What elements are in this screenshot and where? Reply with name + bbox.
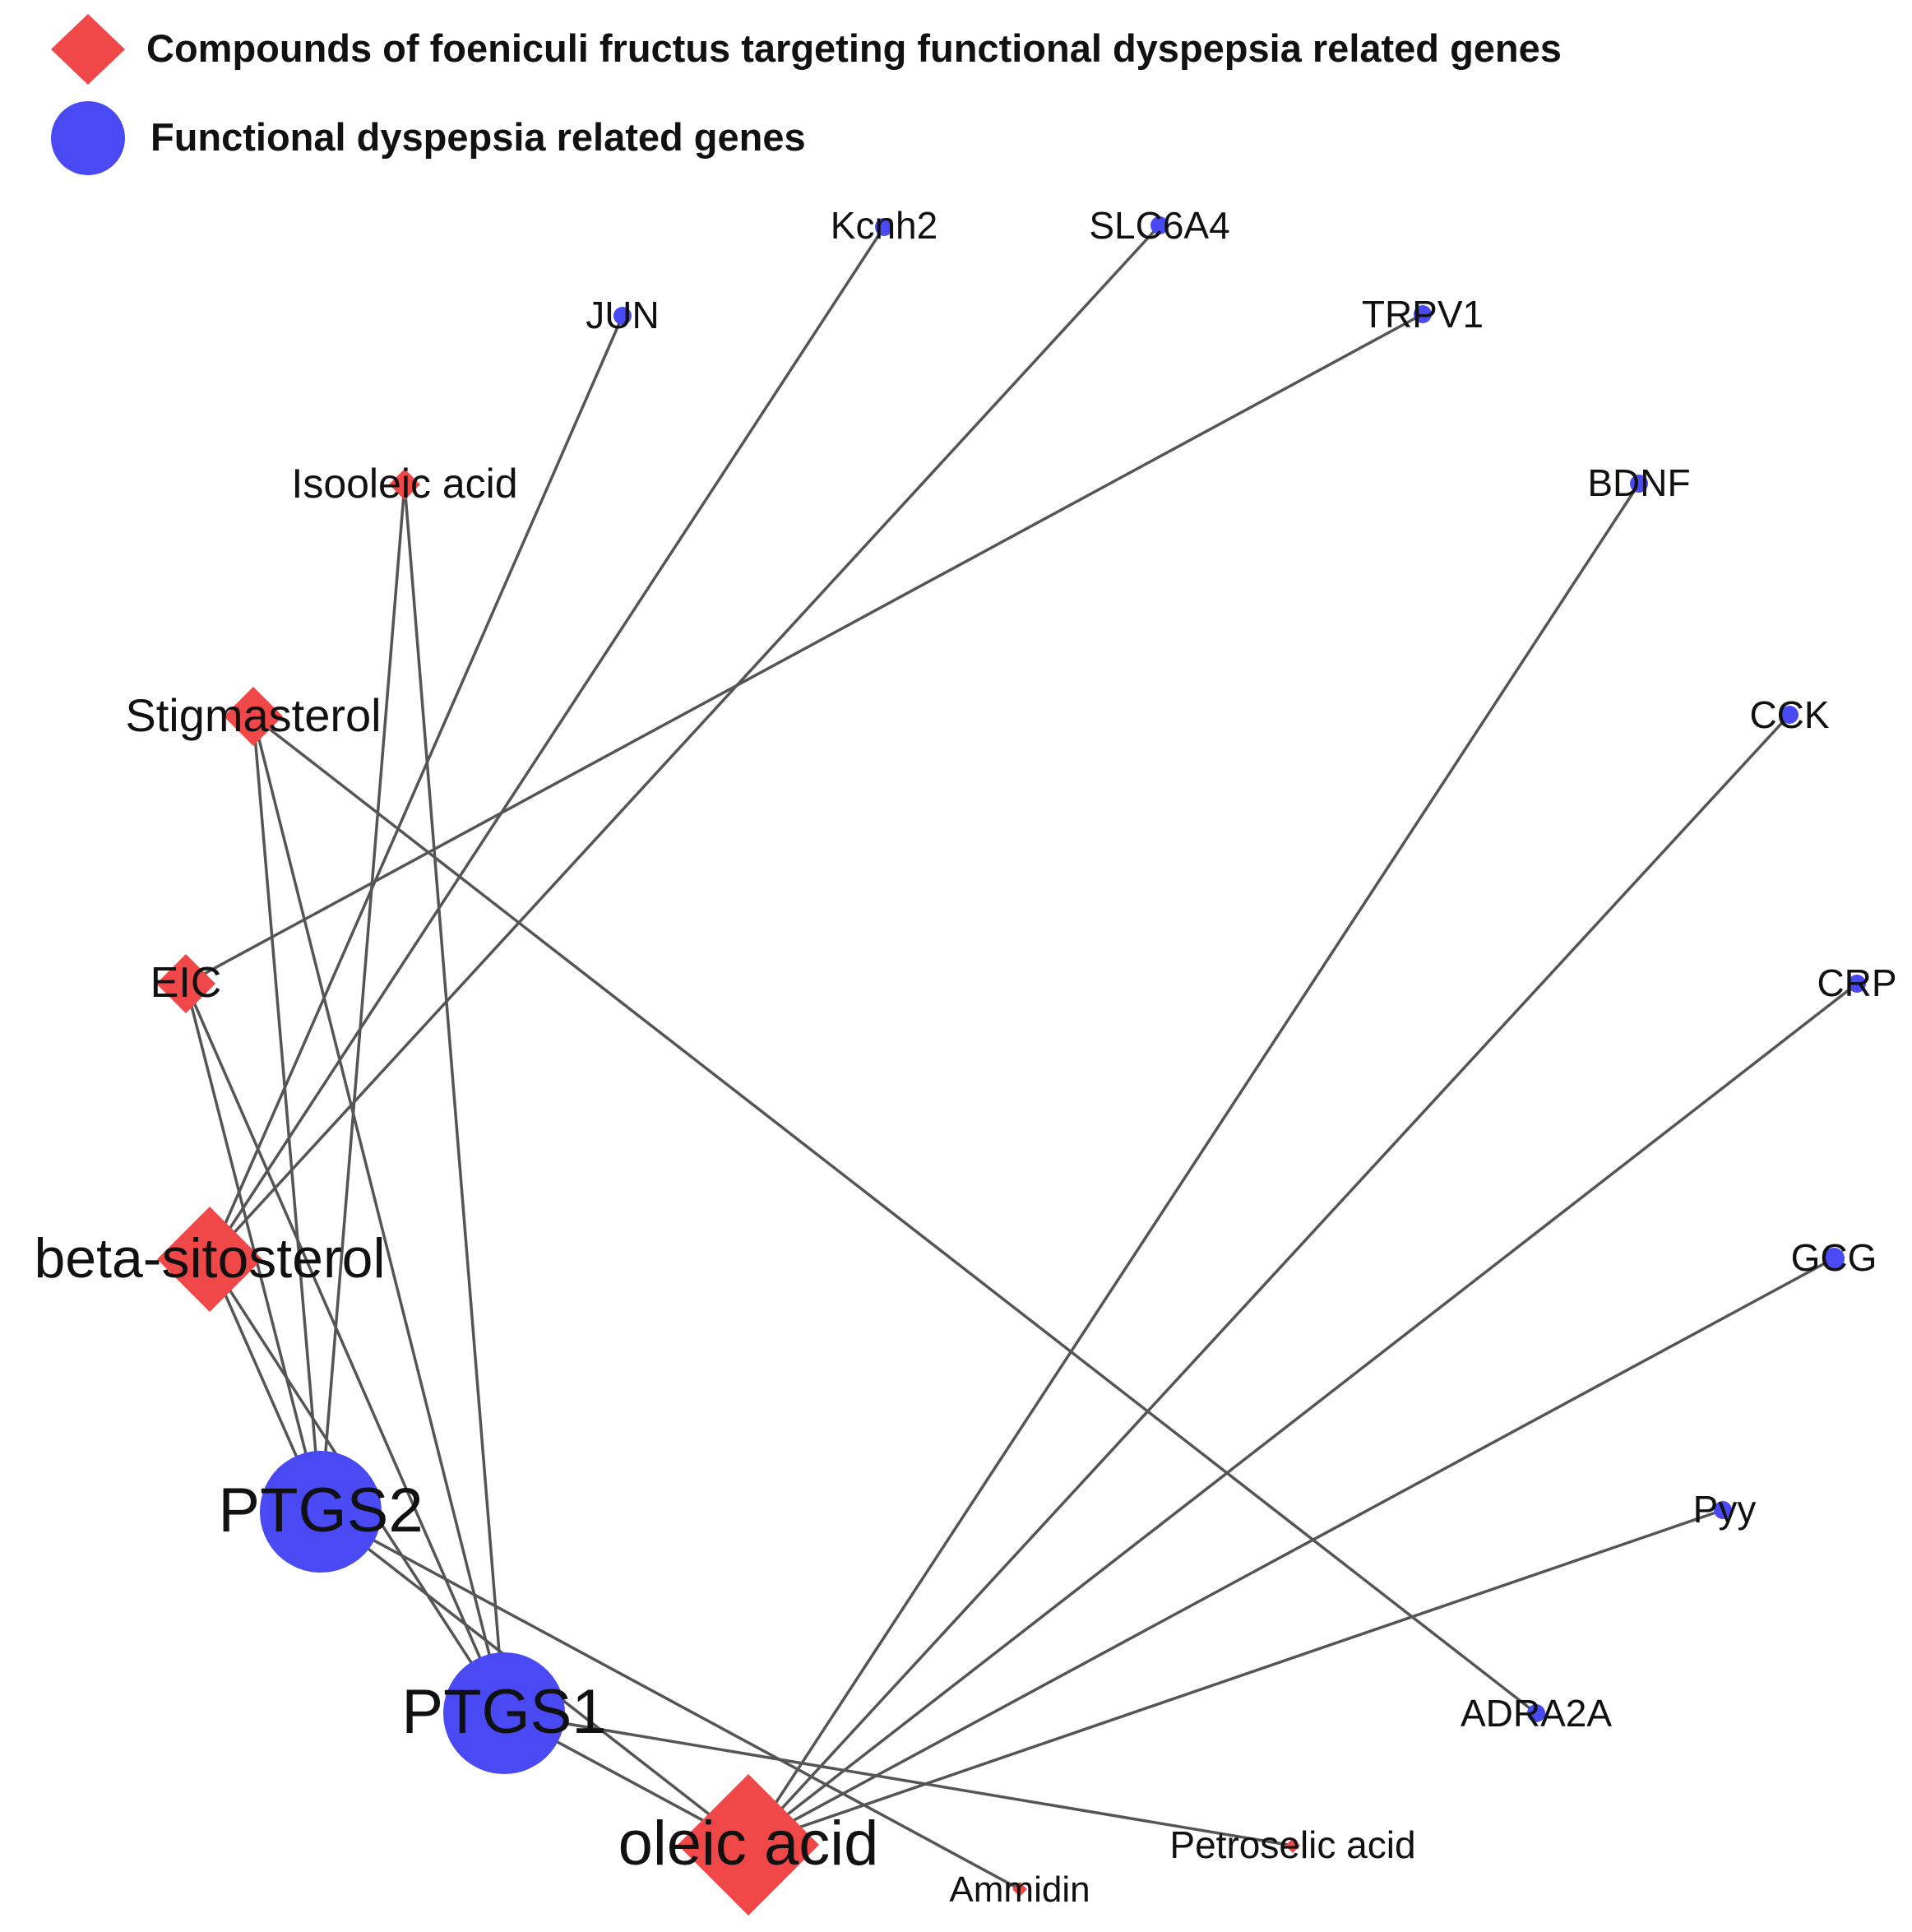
edge-betasito-jun: [208, 315, 624, 1260]
node-label-ptgs1: PTGS1: [401, 1677, 606, 1747]
compound-node-petroselic: [1285, 1838, 1300, 1853]
edge-oleic-crp: [747, 982, 1859, 1846]
compound-node-stigmasterol: [224, 687, 283, 746]
edge-oleic-cck: [747, 713, 1791, 1846]
edge-oleic-gcg: [748, 1257, 1835, 1846]
gene-node-bdnf: [1630, 475, 1648, 493]
nodes: [156, 216, 1866, 1916]
legend: Compounds of foeniculi fructus targeting…: [51, 14, 1562, 175]
edge-ammidin-ptgs2: [320, 1510, 1021, 1891]
edge-oleic-bdnf: [747, 483, 1641, 1846]
node-label-cck: CCK: [1749, 693, 1829, 736]
gene-node-pyy: [1714, 1501, 1732, 1519]
node-label-slc6a4: SLC6A4: [1089, 204, 1229, 247]
gene-node-crp: [1848, 975, 1866, 993]
gene-node-kcnh2: [875, 218, 893, 236]
node-label-adra2a: ADRA2A: [1461, 1692, 1612, 1735]
edge-isooleic-ptgs1: [403, 484, 506, 1714]
node-label-gcg: GCG: [1791, 1236, 1877, 1279]
compound-node-isooleic: [389, 469, 420, 500]
gene-node-slc6a4: [1150, 216, 1169, 234]
compound-node-betasito: [157, 1207, 262, 1312]
gene-node-cck: [1780, 706, 1799, 724]
edge-eic-ptgs2: [184, 983, 322, 1513]
node-label-petroselic: Petroselic acid: [1169, 1823, 1415, 1866]
edge-betasito-kcnh2: [208, 226, 886, 1260]
edge-betasito-slc6a4: [208, 224, 1161, 1261]
gene-node-ptgs2: [260, 1451, 382, 1573]
node-label-crp: CRP: [1817, 961, 1896, 1004]
edge-eic-ptgs1: [184, 983, 506, 1714]
node-label-stigmasterol: Stigmasterol: [125, 689, 381, 741]
node-label-pyy: Pyy: [1693, 1488, 1757, 1531]
node-label-isooleic: Isooleic acid: [291, 461, 517, 507]
legend-gene-label: Functional dyspepsia related genes: [150, 115, 806, 159]
gene-node-jun: [613, 307, 632, 325]
gene-node-adra2a: [1527, 1704, 1545, 1722]
compound-node-oleic: [678, 1774, 819, 1916]
gene-node-gcg: [1823, 1248, 1845, 1269]
gene-node-trpv1: [1414, 305, 1432, 323]
gene-node-ptgs1: [443, 1652, 565, 1774]
node-label-ptgs2: PTGS2: [218, 1476, 423, 1545]
edge-petroselic-ptgs1: [503, 1712, 1294, 1847]
node-label-ammidin: Ammidin: [949, 1869, 1090, 1910]
node-label-betasito: beta-sitosterol: [34, 1227, 385, 1290]
legend-compound-diamond-icon: [51, 14, 125, 85]
edge-eic-trpv1: [185, 313, 1424, 985]
legend-gene-circle-icon: [51, 101, 125, 175]
node-label-bdnf: BDNF: [1587, 461, 1690, 504]
edge-isooleic-ptgs2: [319, 484, 406, 1513]
compound-node-ammidin: [1012, 1882, 1027, 1897]
edge-stigmasterol-ptgs2: [252, 716, 322, 1513]
node-label-trpv1: TRPV1: [1362, 293, 1484, 336]
node-label-kcnh2: Kcnh2: [831, 204, 937, 247]
edge-stigmasterol-adra2a: [252, 715, 1538, 1715]
compound-node-eic: [156, 954, 215, 1013]
node-label-oleic: oleic acid: [618, 1809, 879, 1879]
node-label-jun: JUN: [586, 294, 659, 336]
edge-stigmasterol-ptgs1: [252, 716, 506, 1714]
edge-oleic-pyy: [748, 1508, 1724, 1846]
legend-compound-label: Compounds of foeniculi fructus targeting…: [146, 26, 1562, 70]
node-label-eic: EIC: [150, 959, 222, 1007]
